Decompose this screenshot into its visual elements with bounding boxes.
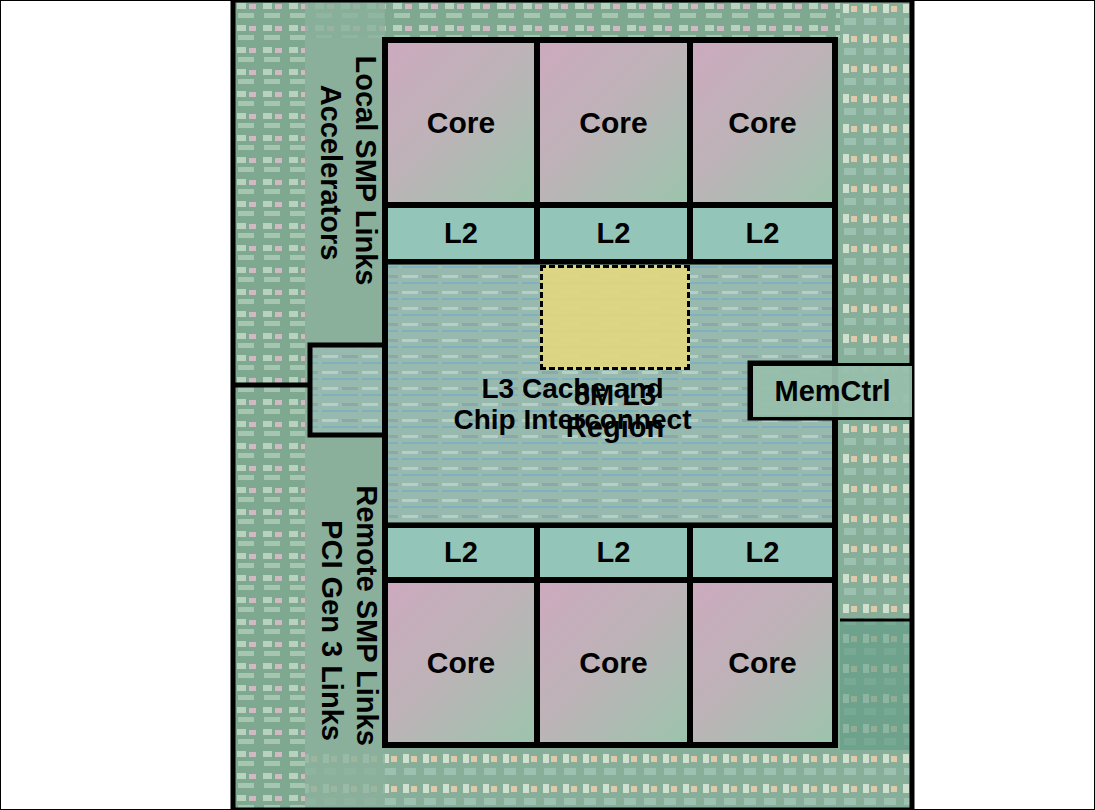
io-region-label: PCI Gen 3 Links: [316, 520, 345, 741]
block-label: Core: [579, 646, 647, 679]
block-label: L2: [444, 537, 478, 569]
core-block: Core: [537, 40, 690, 205]
core-block: Core: [385, 40, 537, 205]
memory-controller: MemCtrl: [750, 363, 912, 420]
l2-cache-block: L2: [690, 525, 835, 580]
block-label: Core: [728, 106, 796, 139]
core-block: Core: [690, 40, 835, 205]
io-region-label: Remote SMP Links: [351, 485, 380, 746]
l2-cache-block: L2: [537, 205, 690, 262]
block-label: L2: [444, 218, 478, 250]
block-label: L2: [746, 218, 780, 250]
block-label: L2: [597, 218, 631, 250]
core-block: Core: [690, 580, 835, 745]
block-label: Core: [427, 106, 495, 139]
io-region-label: Accelerators: [317, 84, 346, 260]
block-label: Core: [579, 106, 647, 139]
block-label: Core: [728, 646, 796, 679]
core-block: Core: [537, 580, 690, 745]
l2-cache-block: L2: [385, 525, 537, 580]
core-block: Core: [385, 580, 537, 745]
block-label: L2: [746, 537, 780, 569]
l2-cache-block: L2: [690, 205, 835, 262]
block-label: L2: [597, 537, 631, 569]
l2-cache-block: L2: [537, 525, 690, 580]
l3-region-dashed: 8M L3 Region: [540, 265, 690, 370]
block-label: 8M L3 Region: [550, 380, 680, 444]
io-region-label: Local SMP Links: [351, 55, 380, 285]
block-label: MemCtrl: [774, 376, 890, 408]
l2-cache-block: L2: [385, 205, 537, 262]
block-label: Core: [427, 646, 495, 679]
